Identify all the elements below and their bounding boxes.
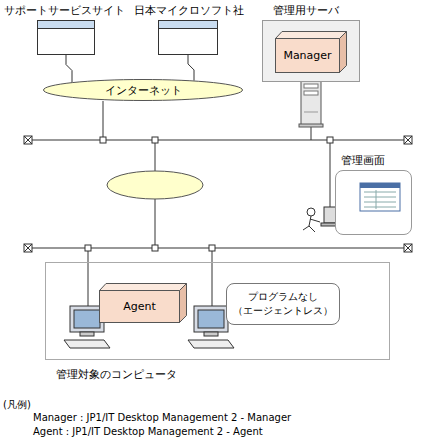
node-heading: 管理用サーバ — [273, 3, 339, 18]
link-line — [188, 55, 194, 81]
node-label: Agent — [123, 300, 156, 313]
server-area: 管理用サーバManager — [262, 20, 360, 82]
network-cloud: インターネット — [43, 79, 243, 101]
program-box: Agent — [99, 283, 187, 323]
website-window: 日本マイクロソフト社 — [158, 20, 218, 55]
node-label: インターネット — [105, 83, 182, 98]
legend-text: (凡例) — [3, 398, 31, 412]
program-box: Manager — [275, 31, 347, 73]
node-heading: 日本マイクロソフト社 — [134, 3, 244, 18]
legend-text: Manager : JP1/IT Desktop Management 2 - … — [33, 412, 291, 423]
node-heading: 管理画面 — [341, 153, 385, 168]
node-heading: 管理対象のコンピュータ — [56, 367, 177, 382]
agentless-box: プログラムなし （エージェントレス） — [226, 283, 340, 325]
node-label: Manager — [283, 49, 331, 62]
title-bar — [159, 21, 217, 29]
link-line — [66, 55, 72, 82]
node-label: プログラムなし （エージェントレス） — [227, 290, 339, 318]
screen-panel: 管理画面 — [335, 170, 412, 235]
target-region: 管理対象のコンピュータAgentプログラムなし （エージェントレス） — [45, 262, 390, 360]
node-heading: サポートサービスサイト — [4, 3, 125, 18]
title-bar — [38, 21, 94, 29]
legend-text: Agent : JP1/IT Desktop Management 2 - Ag… — [33, 426, 263, 437]
screen-icon — [336, 171, 411, 234]
website-window: サポートサービスサイト — [37, 20, 95, 55]
